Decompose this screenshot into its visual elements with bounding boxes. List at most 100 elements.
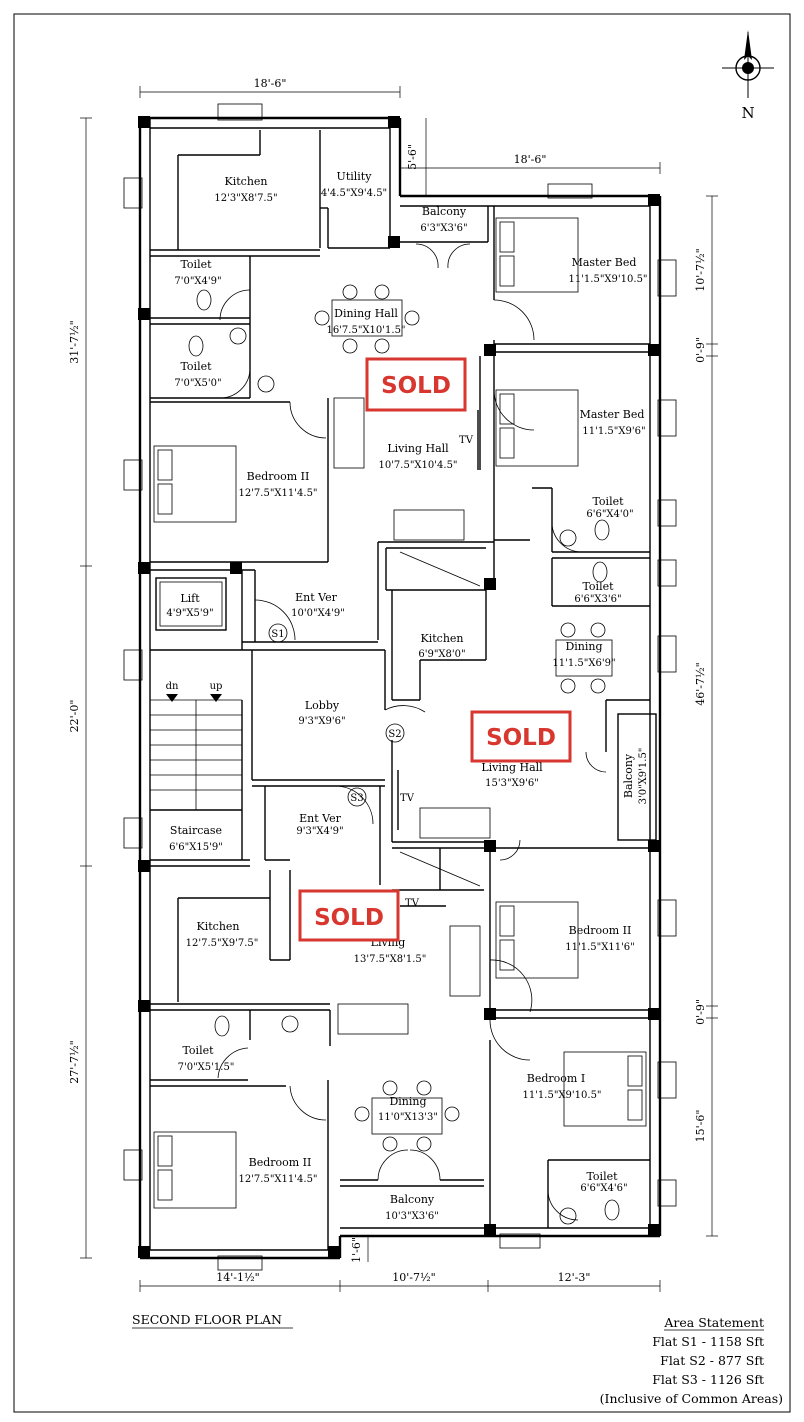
room-size: 6'3"X3'6" [420,223,467,234]
room-size: 7'0"X5'1.5" [178,1062,235,1073]
room-name: Lobby [305,699,340,712]
room-name: Toilet [180,360,212,373]
room-size: 9'3"X4'9" [296,826,343,837]
room-size: 12'7.5"X11'4.5" [238,488,317,499]
stair-up-label: up [210,681,223,692]
room-name: Master Bed [572,256,637,269]
room-size: 11'1.5"X9'10.5" [522,1090,601,1101]
dimension-left-mid: 22'-0" [68,700,81,733]
dimension-bottom-3: 12'-3" [558,1271,591,1284]
dimension-right-4: 0'-9" [694,999,707,1025]
svg-text:SOLD: SOLD [486,725,556,751]
room-name: Balcony [422,205,467,218]
north-label: N [741,104,754,122]
room-name: Bedroom II [569,924,632,937]
room-name: Bedroom II [249,1156,312,1169]
page-border [13,13,791,1413]
dimension-right-2: 0'-9" [694,337,707,363]
dimension-right-1: 10'-7½" [694,248,707,291]
dimension-bottom-small: 1'-6" [350,1237,363,1263]
room-size: 6'9"X8'0" [418,649,465,660]
dimension-left-top: 31'-7½" [68,320,81,363]
room-size: 6'6"X4'6" [580,1183,627,1194]
room-name: Toilet [592,495,624,508]
flat-marker-s3: S3 [350,793,363,804]
dimension-bottom-2: 10'-7½" [392,1271,435,1284]
room-name: Toilet [582,580,614,593]
room-size: 10'3"X3'6" [385,1211,439,1222]
room-size: 7'0"X4'9" [174,276,221,287]
plan-title: SECOND FLOOR PLAN [132,1312,282,1327]
room-size: 12'7.5"X11'4.5" [238,1174,317,1185]
room-name: Living Hall [387,442,449,455]
interior-walls [150,128,657,1250]
room-name: Dining Hall [334,307,398,320]
structural-columns [138,116,660,1258]
room-size: 10'0"X4'9" [291,608,345,619]
flat-marker-s1: S1 [271,629,284,640]
tv-label: TV [400,793,415,804]
area-line: (Inclusive of Common Areas) [600,1391,783,1406]
room-size: 6'6"X15'9" [169,842,223,853]
room-name: Toilet [180,258,212,271]
dimension-right-3: 46'-7½" [694,662,707,705]
room-name: Ent Ver [295,591,337,604]
room-name: Bedroom I [527,1072,585,1085]
dimension-bottom-1: 14'-1½" [216,1271,259,1284]
svg-text:SOLD: SOLD [314,905,384,931]
room-name: Dining [565,640,602,653]
dimension-offset: 5'-6" [406,144,419,170]
windows [123,103,677,1271]
dimension-right-5: 15'-6" [694,1110,707,1143]
svg-text:SOLD: SOLD [381,373,451,399]
room-size: 12'3"X8'7.5" [214,193,277,204]
flat-marker-s2: S2 [388,729,401,740]
room-name: Utility [337,170,373,183]
room-name: Balcony [622,753,635,798]
room-name: Lift [180,592,200,605]
room-name: Kitchen [197,920,240,933]
sold-stamp: SOLD [470,710,572,763]
room-name: Bedroom II [247,470,310,483]
room-size: 12'7.5"X9'7.5" [186,938,259,949]
room-size: 15'3"X9'6" [485,778,539,789]
area-statement-title: Area Statement [663,1315,764,1330]
area-line: Flat S2 - 877 Sft [660,1353,764,1368]
room-size: 11'1.5"X9'10.5" [568,274,647,285]
room-name: Kitchen [421,632,464,645]
room-name: Staircase [170,824,222,837]
room-name: Living Hall [481,761,543,774]
room-size: 9'3"X9'6" [298,716,345,727]
sold-stamp: SOLD [298,889,400,942]
room-size: 11'1.5"X11'6" [565,942,635,953]
dimension-top-right: 18'-6" [514,153,547,166]
room-size: 11'1.5"X9'6" [582,426,645,437]
room-size: 4'9"X5'9" [166,608,213,619]
furniture [150,217,647,1225]
doors [217,243,607,1221]
tv-label: TV [459,435,474,446]
room-name: Toilet [586,1170,618,1183]
room-name: Master Bed [580,408,645,421]
dimension-top-left: 18'-6" [254,77,287,90]
tv-label: TV [405,898,420,909]
room-name: Dining [389,1095,426,1108]
room-size: 16'7.5"X10'1.5" [326,325,405,336]
room-size: 10'7.5"X10'4.5" [378,460,457,471]
north-arrow-icon [722,30,774,98]
sold-stamp: SOLD [365,357,467,412]
room-name: Ent Ver [299,812,341,825]
room-name: Toilet [182,1044,214,1057]
room-size: 7'0"X5'0" [174,378,221,389]
room-size: 6'6"X3'6" [574,594,621,605]
area-statement: Area Statement Flat S1 - 1158 Sft Flat S… [600,1315,783,1406]
dimension-lines: 18'-6" 18'-6" 5'-6" 31'-7½" 22'-0" 27'-7… [68,77,718,1292]
dimension-left-bottom: 27'-7½" [68,1040,81,1083]
room-size: 11'0"X13'3" [378,1112,438,1123]
room-size: 3'0"X9'1.5" [638,748,649,805]
area-line: Flat S1 - 1158 Sft [652,1334,764,1349]
stair-down-label: dn [166,681,179,692]
area-line: Flat S3 - 1126 Sft [652,1372,764,1387]
